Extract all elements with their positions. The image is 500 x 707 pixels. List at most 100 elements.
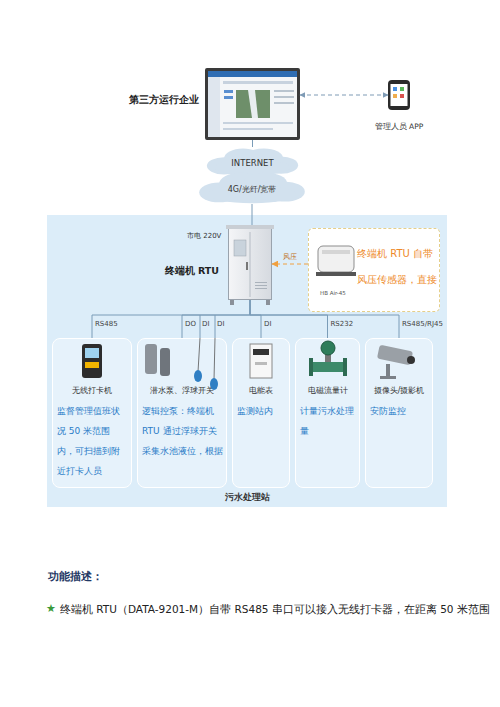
card-reader-icon: [82, 344, 102, 378]
vent-line: [255, 285, 267, 286]
screen-row: [223, 81, 293, 84]
screen-row: [274, 96, 294, 98]
device-box: 潜水泵、浮球开关逻辑控泵：终端机 RTU 通过浮球开关采集水池液位，根据: [137, 338, 227, 488]
device-description: 计量污水处理量: [300, 401, 356, 441]
di-wire: [200, 315, 201, 338]
connector-line: [250, 300, 261, 338]
float-cord: [198, 338, 200, 372]
pump-float-icon: [145, 338, 218, 390]
pump-cylinder: [145, 344, 157, 374]
device-box: 摄像头/摄影机安防监控: [365, 338, 433, 488]
app-icon: [393, 94, 397, 98]
di-wire: [215, 315, 216, 338]
pump-cylinder: [160, 348, 170, 376]
section-heading: 功能描述：: [48, 569, 103, 584]
meter-label: [255, 362, 267, 365]
phone-box: 管理人员 APP: [388, 80, 410, 110]
cloud-shape: 4G/光纤/宽带: [197, 171, 307, 204]
photo-waterfall: [248, 90, 258, 118]
device-description: 安防监控: [370, 401, 429, 421]
device-title: 潜水泵、浮球开关: [140, 385, 224, 396]
door-handle: [246, 262, 248, 270]
device-title: 无线打卡机: [55, 385, 129, 396]
reader-strip: [85, 362, 99, 368]
camera-body: [377, 345, 413, 366]
meter-body: [250, 344, 272, 378]
connector-line: [250, 300, 399, 338]
reader-screen: [85, 348, 99, 358]
float-switch: [210, 378, 218, 390]
flow-neck: [325, 350, 331, 362]
flow-flange: [343, 358, 347, 376]
cabinet-leg: [266, 300, 270, 305]
flow-flange: [309, 358, 313, 376]
power-label: 市电 220V: [187, 231, 221, 241]
device-description: 监督管理值班状况 50 米范围内，可扫描到附近打卡人员: [57, 401, 128, 481]
door-seam: [250, 232, 251, 297]
float-cord: [214, 338, 215, 380]
band-label: 污水处理站: [47, 492, 447, 504]
app-icon: [400, 94, 404, 98]
connector-line: [250, 300, 328, 338]
cabinet-roof: [226, 225, 274, 229]
edge-label: RS232: [331, 320, 354, 328]
edge-label: 风压: [283, 252, 297, 262]
model-label: HB Air-45: [320, 290, 346, 296]
camera-lens: [407, 356, 415, 364]
screen-header: [208, 71, 297, 77]
device-box: 电磁流量计计量污水处理量: [295, 338, 360, 488]
pump-body: [318, 246, 354, 272]
callout-text: 终端机 RTU 自带风压传感器，直接: [357, 241, 439, 293]
pump-base: [316, 272, 356, 276]
flowmeter-icon: [309, 341, 347, 376]
node-caption: 管理人员 APP: [375, 122, 424, 132]
pump-top: [322, 250, 350, 254]
connector-line: [252, 204, 253, 228]
connector-line: [92, 300, 250, 338]
flow-pipe: [311, 362, 345, 372]
vent-line: [255, 288, 267, 289]
phone-screen: [391, 84, 408, 106]
device-box: 电能表监测站内: [232, 338, 290, 488]
edge-label: DI: [264, 320, 271, 328]
screen-bar: [224, 96, 233, 99]
screen-row: [274, 90, 294, 92]
bullet-star: ★: [46, 602, 56, 615]
meter-display: [253, 349, 269, 355]
flow-head: [321, 341, 335, 355]
app-icon: [400, 87, 404, 91]
cloud-label: 4G/光纤/宽带: [197, 171, 307, 204]
screen-bar: [224, 90, 233, 93]
air-pump: [316, 246, 356, 276]
cloud-shape: INTERNET: [205, 147, 300, 176]
connector-line: [300, 95, 388, 96]
node-heading: 终端机 RTU: [165, 265, 219, 278]
edge-label: RS485/RJ45: [402, 320, 443, 328]
cloud-label: INTERNET: [205, 147, 300, 176]
device-title: 摄像头/摄影机: [368, 385, 430, 396]
edge-label: DO: [185, 320, 196, 328]
camera-icon: [377, 345, 415, 379]
edge-label: RS485: [95, 320, 118, 328]
signal-label: DI: [202, 320, 209, 328]
rtu-cabinet-box: 终端机 RTU: [228, 228, 272, 300]
description-text: 终端机 RTU（DATA-9201-M）自带 RS485 串口可以接入无线打卡器…: [60, 603, 492, 617]
device-title: 电磁流量计: [298, 385, 357, 396]
phone-display: [391, 84, 408, 106]
app-icon: [393, 87, 397, 91]
float-switch: [194, 370, 202, 382]
connector-line: [182, 300, 250, 338]
vent-line: [255, 282, 267, 283]
station-band: 污水处理站 终端机 RTU 终端机 RTU 自带风压传感器，直接无线打卡机监督管理值…: [47, 215, 447, 507]
device-title: 电能表: [235, 385, 287, 396]
signal-label: DI: [217, 320, 224, 328]
connector-line: [252, 140, 253, 147]
energy-meter-icon: [250, 344, 272, 378]
camera-mount: [380, 376, 396, 379]
cabinet-window: [234, 240, 246, 256]
connector-line: [272, 264, 308, 265]
screen-photo: [236, 90, 270, 118]
device-box: 无线打卡机监督管理值班状况 50 米范围内，可扫描到附近打卡人员: [52, 338, 132, 488]
device-description: 监测站内: [237, 401, 286, 421]
